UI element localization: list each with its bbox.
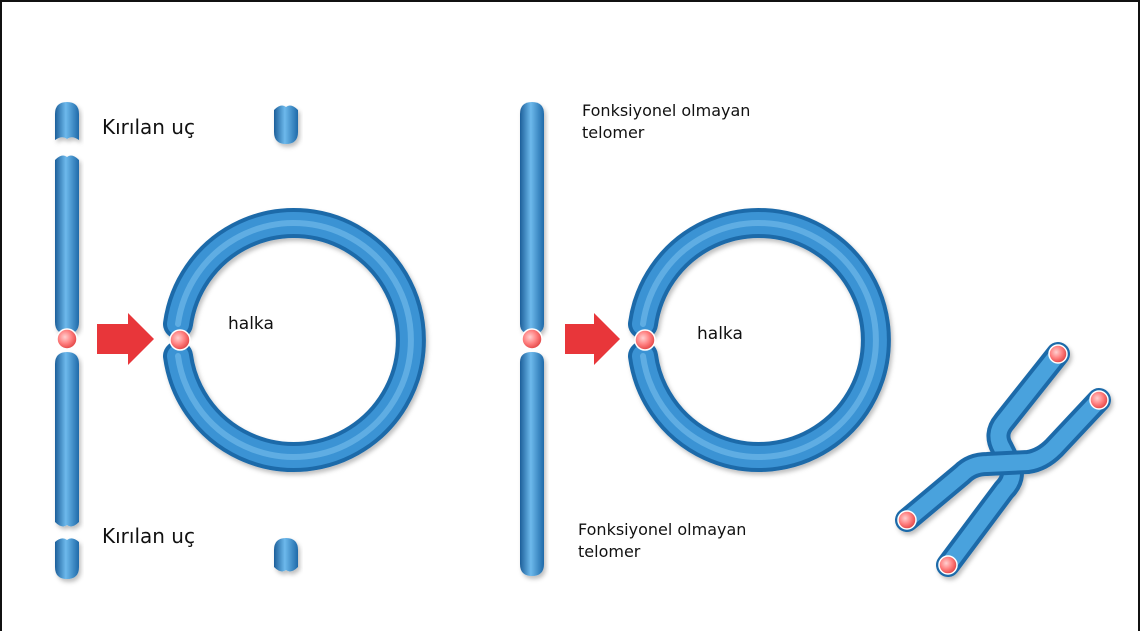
telomere-end-left bbox=[898, 511, 916, 529]
label-nonfunctional-telomere-bottom-line2: telomer bbox=[578, 541, 746, 563]
detached-fragments-left bbox=[274, 106, 298, 572]
ring-chromosome-right bbox=[643, 223, 876, 457]
label-ring-right: halka bbox=[697, 324, 743, 344]
chromosome-upper-arm-middle bbox=[520, 102, 544, 334]
centromere-ring-left bbox=[170, 330, 190, 350]
centromere-left-chromosome bbox=[57, 329, 77, 349]
detached-fragment-bottom bbox=[274, 538, 298, 571]
label-ring-left: halka bbox=[228, 314, 274, 334]
chromosome-lower-arm-middle bbox=[520, 352, 544, 576]
arrow-left-panel bbox=[97, 313, 154, 365]
centromere-ring-right bbox=[635, 330, 655, 350]
label-broken-end-bottom: Kırılan uç bbox=[102, 524, 195, 548]
ring-chromosome-left bbox=[178, 223, 411, 457]
telomere-end-right bbox=[1090, 391, 1108, 409]
detached-fragment-top bbox=[274, 106, 298, 144]
label-nonfunctional-telomere-bottom: Fonksiyonel olmayan telomer bbox=[578, 519, 746, 563]
label-nonfunctional-telomere-bottom-line1: Fonksiyonel olmayan bbox=[578, 519, 746, 541]
arrow-middle-panel bbox=[565, 313, 620, 365]
label-nonfunctional-telomere-top-line2: telomer bbox=[582, 122, 750, 144]
telomere-end-top bbox=[1049, 345, 1067, 363]
label-nonfunctional-telomere-top: Fonksiyonel olmayan telomer bbox=[582, 100, 750, 144]
broken-fragment-top-left bbox=[55, 102, 79, 140]
broken-fragment-bottom-left bbox=[55, 538, 79, 579]
label-nonfunctional-telomere-top-line1: Fonksiyonel olmayan bbox=[582, 100, 750, 122]
telomere-end-bottom bbox=[939, 556, 957, 574]
fused-chromosome-x bbox=[907, 354, 1099, 565]
label-broken-end-top: Kırılan uç bbox=[102, 115, 195, 139]
centromere-middle-chromosome bbox=[522, 329, 542, 349]
chromosome-upper-arm-left bbox=[55, 156, 79, 334]
chromosome-lower-arm-left bbox=[55, 352, 79, 526]
